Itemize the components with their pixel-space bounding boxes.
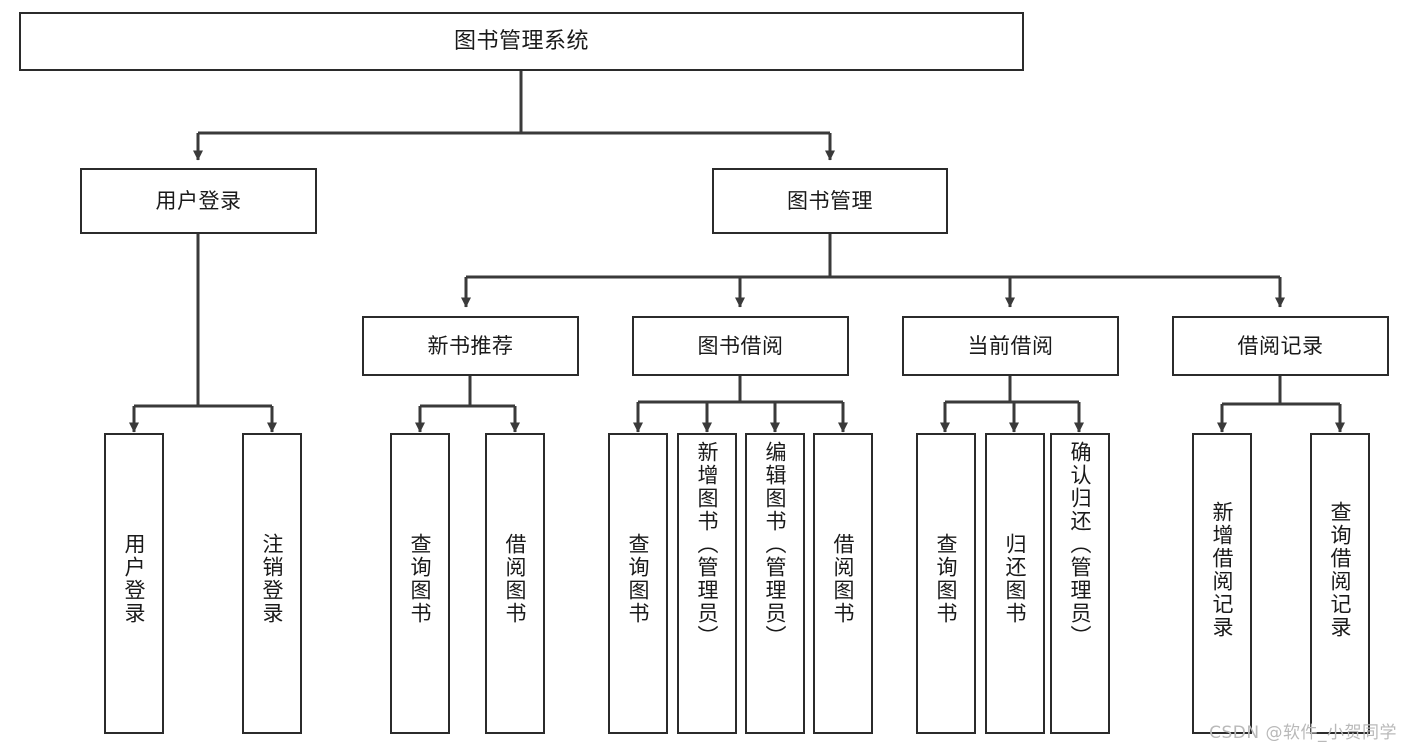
node-label: 新书推荐 [427, 333, 514, 358]
node-label: 注销登录 [260, 533, 285, 625]
node-label: 借阅记录 [1237, 333, 1324, 358]
node-label: 借阅图书 [831, 533, 856, 625]
leaf-confirm-return-admin[interactable]: 确认归还（管理员） [1050, 433, 1110, 734]
node-label: 当前借阅 [967, 333, 1054, 358]
leaf-add-borrow-record[interactable]: 新增借阅记录 [1192, 433, 1252, 734]
leaf-return-book[interactable]: 归还图书 [985, 433, 1045, 734]
leaf-query-book-newbook[interactable]: 查询图书 [390, 433, 450, 734]
node-new-book-recommend[interactable]: 新书推荐 [362, 316, 579, 376]
node-label: 借阅图书 [503, 533, 528, 625]
node-label: 归还图书 [1003, 533, 1028, 625]
leaf-add-book-admin[interactable]: 新增图书（管理员） [677, 433, 737, 734]
node-label: 新增借阅记录 [1210, 501, 1235, 639]
leaf-query-borrow-record[interactable]: 查询借阅记录 [1310, 433, 1370, 734]
leaf-query-book-current[interactable]: 查询图书 [916, 433, 976, 734]
node-label: 图书管理 [787, 188, 873, 213]
node-label: 确认归还（管理员） [1068, 441, 1093, 648]
node-label: 图书管理系统 [453, 28, 589, 54]
leaf-logout[interactable]: 注销登录 [242, 433, 302, 734]
node-current-borrow[interactable]: 当前借阅 [902, 316, 1119, 376]
node-label: 新增图书（管理员） [695, 441, 720, 648]
leaf-borrow-book[interactable]: 借阅图书 [813, 433, 873, 734]
node-book-borrow[interactable]: 图书借阅 [632, 316, 849, 376]
node-label: 用户登录 [155, 188, 242, 213]
node-root-system[interactable]: 图书管理系统 [19, 12, 1024, 71]
node-label: 查询图书 [934, 533, 959, 625]
node-label: 查询借阅记录 [1328, 501, 1353, 639]
leaf-query-book-borrow[interactable]: 查询图书 [608, 433, 668, 734]
node-label: 查询图书 [626, 533, 651, 625]
node-borrow-record[interactable]: 借阅记录 [1172, 316, 1389, 376]
node-book-management[interactable]: 图书管理 [712, 168, 948, 234]
leaf-borrow-book-newbook[interactable]: 借阅图书 [485, 433, 545, 734]
node-label: 用户登录 [122, 533, 147, 625]
watermark: CSDN @软件_小贺同学 [1209, 723, 1397, 743]
leaf-user-login[interactable]: 用户登录 [104, 433, 164, 734]
node-label: 图书借阅 [697, 333, 784, 358]
leaf-edit-book-admin[interactable]: 编辑图书（管理员） [745, 433, 805, 734]
node-label: 编辑图书（管理员） [763, 441, 788, 648]
node-label: 查询图书 [408, 533, 433, 625]
node-user-login[interactable]: 用户登录 [80, 168, 317, 234]
